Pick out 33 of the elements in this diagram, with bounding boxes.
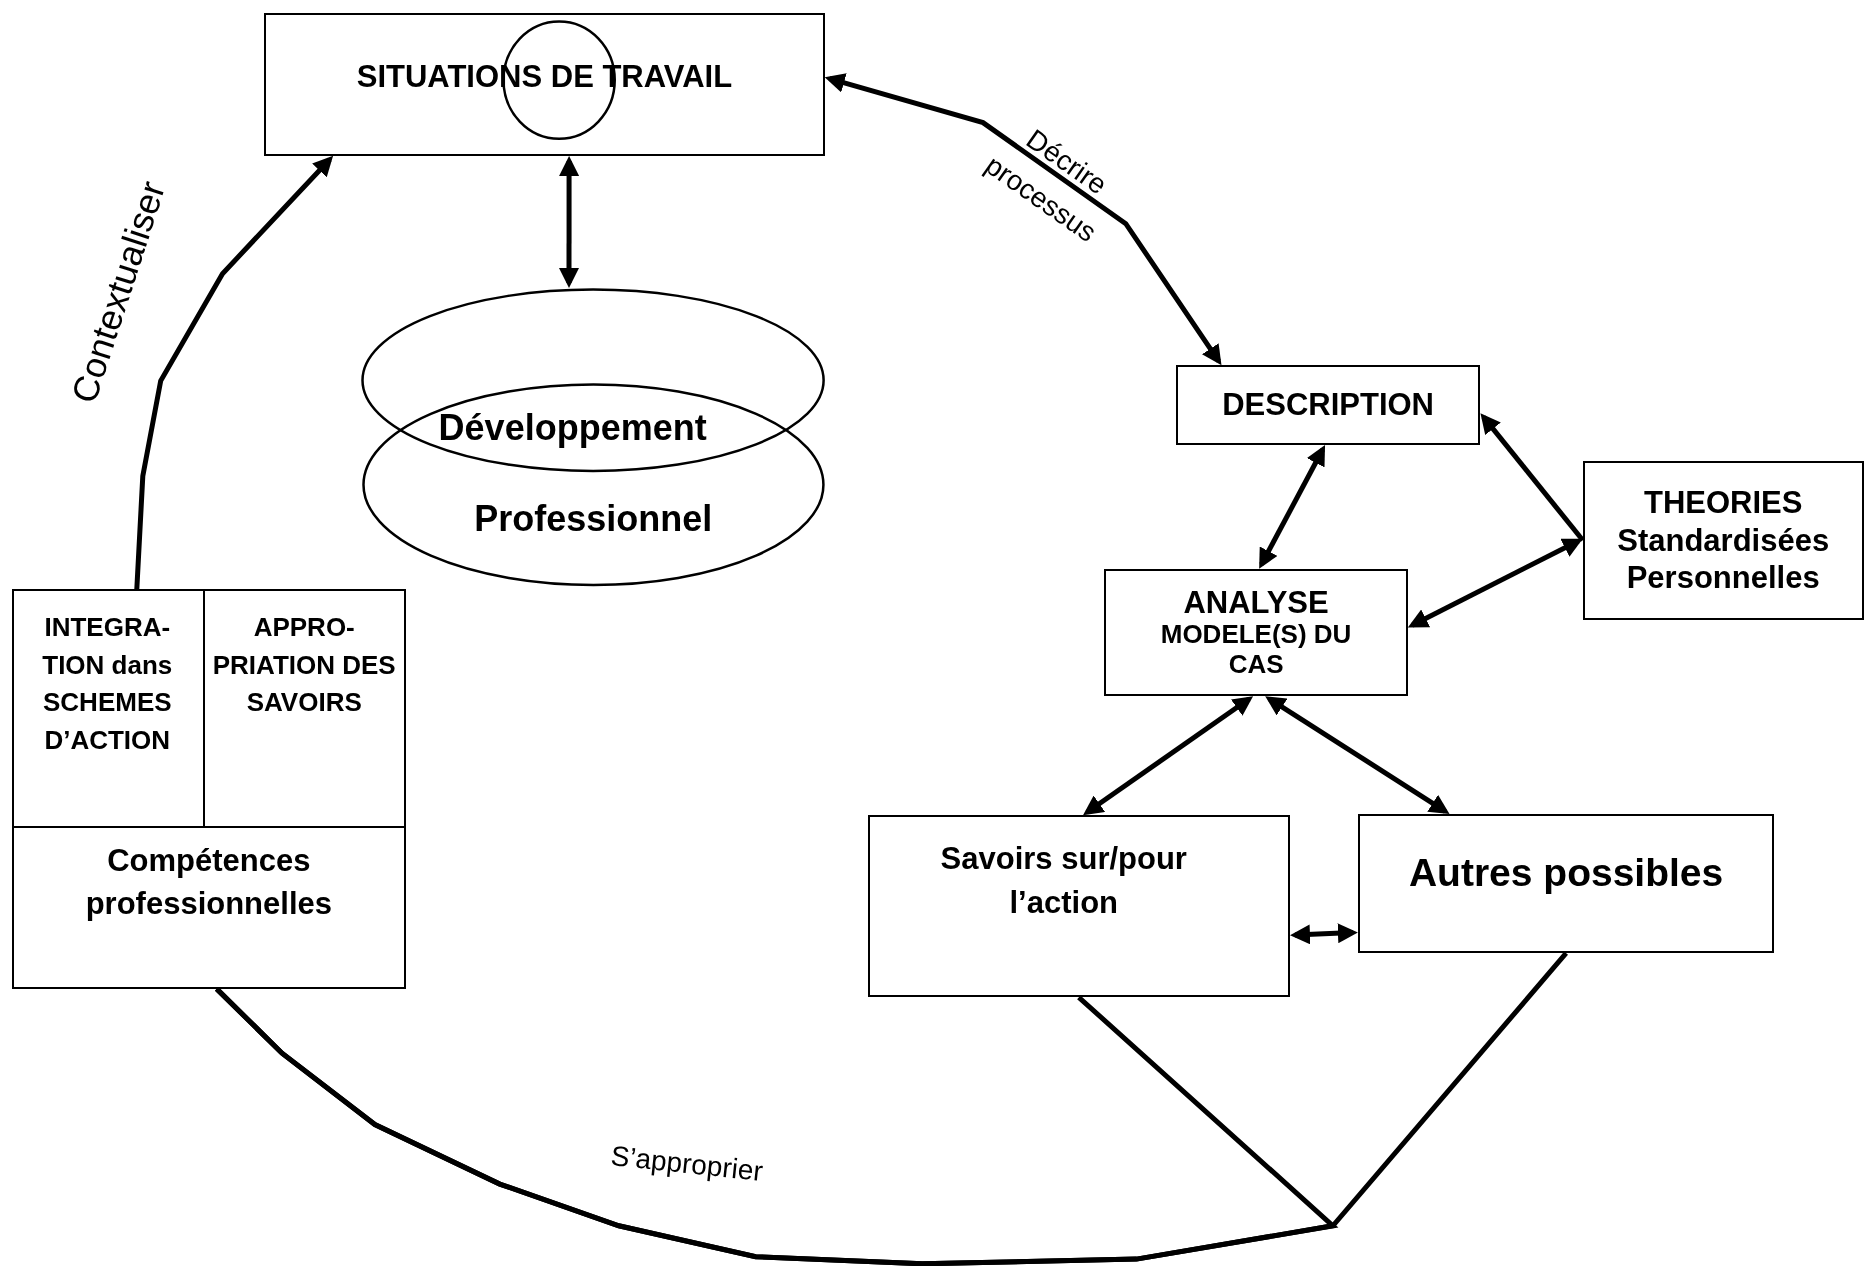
node-label: Professionnel	[474, 496, 713, 541]
connector-line	[214, 951, 1568, 1266]
node-label: INTEGRA-TION dans SCHEMES D’ACTION	[41, 611, 174, 758]
node-label: Développement	[438, 406, 707, 451]
process-box	[11, 589, 406, 989]
arrow	[1083, 696, 1254, 816]
node-label: Compétences professionnelles	[84, 842, 333, 924]
arrow	[559, 155, 580, 288]
process-box	[264, 13, 825, 156]
process-box	[1104, 568, 1408, 697]
node-label: Standardisées	[1617, 521, 1830, 559]
process-box	[1357, 814, 1775, 954]
arrow	[1259, 445, 1326, 569]
ellipse-node	[361, 383, 825, 587]
node-label: MODELE(S) DU CAS	[1159, 620, 1353, 681]
process-box	[867, 815, 1290, 998]
edge-label: S’approprier	[608, 1138, 766, 1189]
node-label: Savoirs sur/pour l’action	[939, 840, 1188, 922]
arrow	[1407, 538, 1583, 628]
node-label: ANALYSE	[1183, 584, 1329, 621]
node-label: Personnelles	[1626, 558, 1820, 597]
node-label: APPRO-PRIATION DES SAVOIRS	[211, 611, 397, 720]
arrow	[824, 73, 1222, 366]
arrow	[1265, 696, 1450, 814]
node-label: Autres possibles	[1408, 850, 1724, 897]
arrow	[134, 155, 334, 590]
node-label: THEORIES	[1643, 484, 1803, 522]
process-box	[1175, 365, 1481, 446]
arrow	[1290, 923, 1358, 945]
process-box	[1582, 460, 1864, 620]
node-label: DESCRIPTION	[1222, 385, 1434, 424]
cell-box	[11, 589, 205, 829]
ellipse-node	[360, 288, 825, 473]
